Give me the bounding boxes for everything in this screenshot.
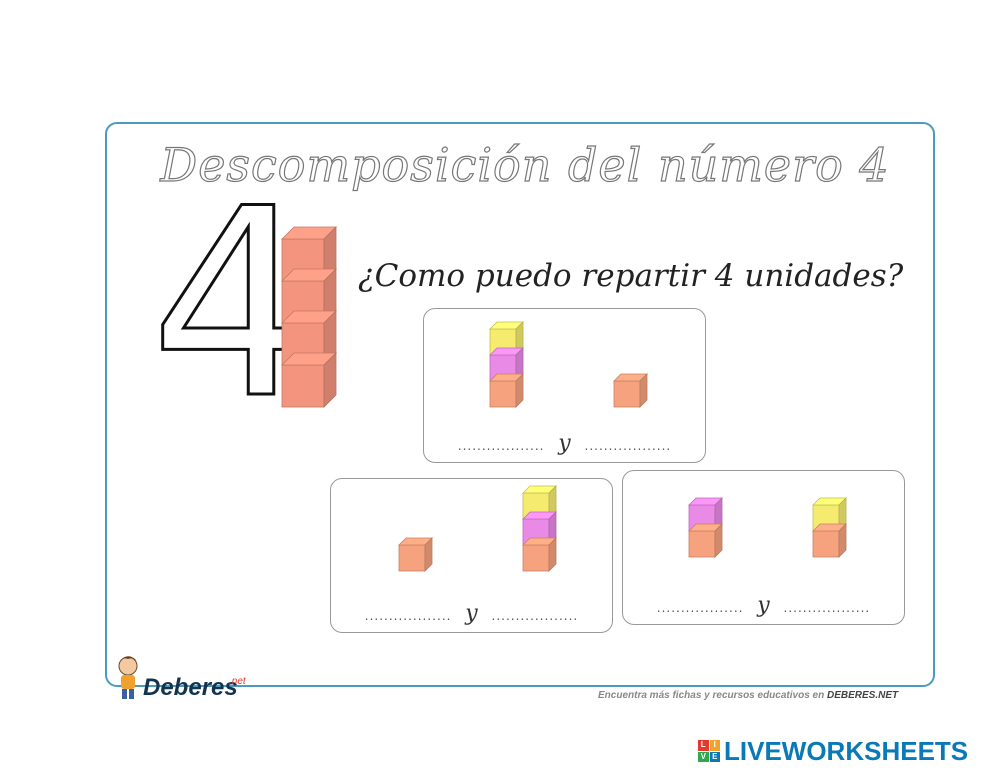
- exercise-3-cubes: [688, 497, 847, 558]
- exercise-2-cubes: [398, 485, 557, 572]
- exercise-1-answer: .................. y ..................: [424, 431, 705, 456]
- cube-orange: [489, 373, 524, 408]
- worksheet-title: Descomposición del número 4: [160, 137, 890, 192]
- answer-blank-left[interactable]: ..................: [656, 601, 744, 615]
- question-text: ¿Como puedo repartir 4 unidades?: [358, 258, 904, 294]
- exercise-box-1: .................. y ..................: [423, 308, 706, 463]
- big-number-outline: 4: [149, 154, 317, 456]
- answer-blank-right[interactable]: ..................: [783, 601, 871, 615]
- connector-y: y: [558, 431, 571, 456]
- answer-blank-left[interactable]: ..................: [364, 609, 452, 623]
- tower-unit: [281, 352, 337, 408]
- footer-prefix: Encuentra más fichas y recursos educativ…: [598, 690, 825, 701]
- answer-blank-right[interactable]: ..................: [584, 439, 672, 453]
- exercise-2-answer: .................. y ..................: [331, 601, 612, 626]
- answer-blank-left[interactable]: ..................: [457, 439, 545, 453]
- cube-orange: [688, 523, 723, 558]
- answer-blank-right[interactable]: ..................: [491, 609, 579, 623]
- deberes-logo-suffix: .net: [229, 676, 246, 687]
- cube-orange: [522, 537, 557, 572]
- connector-y: y: [465, 601, 478, 626]
- exercise-1-cubes: [489, 321, 648, 408]
- liveworksheets-text: LIVEWORKSHEETS: [724, 735, 969, 766]
- footer-text: Encuentra más fichas y recursos educativ…: [598, 690, 898, 701]
- connector-y: y: [757, 593, 770, 618]
- deberes-logo[interactable]: Deberes: [143, 674, 238, 701]
- exercise-box-2: .................. y ..................: [330, 478, 613, 633]
- exercise-box-3: .................. y ..................: [622, 470, 905, 625]
- footer-site-link[interactable]: DEBERES.NET: [827, 690, 899, 701]
- cube-orange: [398, 537, 433, 572]
- cube-orange: [613, 373, 648, 408]
- exercise-3-answer: .................. y ..................: [623, 593, 904, 618]
- deberes-mascot-icon: [118, 656, 138, 699]
- cube-orange: [812, 523, 847, 558]
- unit-tower: [281, 226, 337, 408]
